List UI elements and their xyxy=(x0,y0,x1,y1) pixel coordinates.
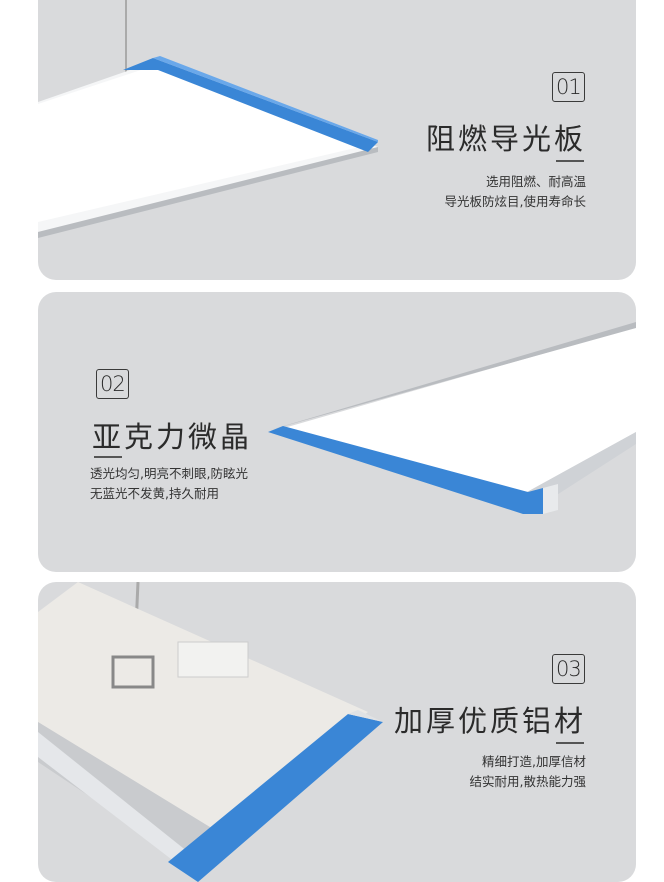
light-panel-image xyxy=(268,322,636,514)
light-panel-image xyxy=(38,582,383,882)
desc-line: 透光均匀,明亮不刺眼,防眩光 xyxy=(90,466,248,481)
feature-description: 选用阻燃、耐高温 导光板防炫目,使用寿命长 xyxy=(445,172,586,212)
desc-line: 导光板防炫目,使用寿命长 xyxy=(444,194,586,209)
feature-title: 阻燃导光板 xyxy=(425,122,586,156)
desc-line: 精细打造,加厚信材 xyxy=(482,754,586,769)
feature-card-1: 01 阻燃导光板 选用阻燃、耐高温 导光板防炫目,使用寿命长 xyxy=(38,0,636,280)
desc-line: 结实耐用,散热能力强 xyxy=(469,774,586,789)
feature-card-2: 02 亚克力微晶 透光均匀,明亮不刺眼,防眩光 无蓝光不发黄,持久耐用 xyxy=(38,292,636,572)
feature-number: 02 xyxy=(96,369,129,399)
desc-line: 无蓝光不发黄,持久耐用 xyxy=(90,486,219,501)
divider xyxy=(556,742,584,744)
divider xyxy=(556,160,584,162)
feature-description: 精细打造,加厚信材 结实耐用,散热能力强 xyxy=(470,752,586,792)
desc-line: 选用阻燃、耐高温 xyxy=(485,174,586,189)
feature-number: 01 xyxy=(552,72,585,102)
feature-card-3: 03 加厚优质铝材 精细打造,加厚信材 结实耐用,散热能力强 xyxy=(38,582,636,882)
feature-title: 亚克力微晶 xyxy=(92,420,253,454)
feature-title: 加厚优质铝材 xyxy=(393,704,586,738)
divider xyxy=(94,456,122,458)
light-panel-image xyxy=(38,0,378,238)
feature-number: 03 xyxy=(552,654,585,684)
feature-description: 透光均匀,明亮不刺眼,防眩光 无蓝光不发黄,持久耐用 xyxy=(90,464,248,504)
